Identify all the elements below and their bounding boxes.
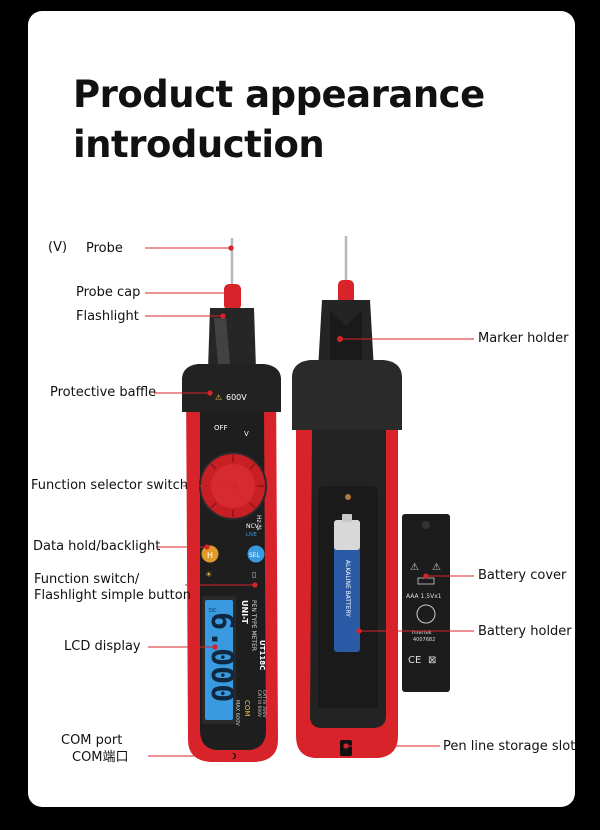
probe-label: Probe — [86, 241, 123, 256]
callout-dots — [204, 245, 429, 759]
lcd-mode: DC — [209, 608, 217, 614]
svg-text:⊠: ⊠ — [428, 655, 436, 666]
pen-line-slot-label: Pen line storage slot — [443, 739, 576, 754]
dial-off-label: OFF — [214, 424, 228, 432]
lcd-display-label: LCD display — [64, 639, 141, 654]
protective-baffle-label: Protective baffle — [50, 385, 157, 400]
data-hold-label: Data hold/backlight — [33, 539, 161, 554]
brand-text: UNI-T — [240, 600, 249, 624]
max-text: MAX 600V — [234, 700, 240, 726]
front-meter: ⚠ 600V OFF V Hz % NCV LIVE H ☀ SEL ▯ 6.0… — [182, 238, 281, 762]
com-port-cn-label: COM端口 — [72, 750, 129, 765]
protective-baffle — [182, 364, 281, 412]
com-port-label: COM port — [61, 733, 123, 748]
back-meter: ALKALINE BATTERY ⚠ ⚠ AAA 1.5Vx1 Intertek… — [292, 236, 450, 758]
backlight-icon: ☀ — [205, 570, 212, 579]
flashlight-icon: ▯ — [252, 570, 256, 579]
select-button[interactable] — [247, 545, 265, 563]
com-text: COM — [243, 700, 251, 716]
model-text: UT118C — [258, 640, 266, 670]
battery-text: ALKALINE BATTERY — [344, 560, 351, 617]
dial-hz-label: Hz % — [255, 515, 262, 531]
battery — [334, 520, 360, 652]
svg-text:⚠: ⚠ — [432, 562, 441, 573]
probe-cap — [224, 284, 241, 310]
rating-text: 600V — [226, 393, 247, 402]
battery-holder-label: Battery holder — [478, 624, 572, 639]
dial-live-label: LIVE — [246, 532, 257, 538]
marker-holder-label: Marker holder — [478, 331, 569, 346]
svg-text:CE: CE — [408, 655, 421, 666]
voltage-label: (V) — [48, 240, 68, 255]
hold-button-label: H — [207, 551, 213, 560]
cert-text: Intertek — [412, 630, 432, 636]
flashlight-head — [208, 308, 256, 370]
svg-text:⚠: ⚠ — [410, 562, 419, 573]
cat2-text: CAT IV 300V — [261, 690, 267, 718]
svg-text:⚠: ⚠ — [215, 393, 222, 402]
lcd-screen — [205, 600, 233, 720]
hold-button[interactable] — [201, 545, 219, 563]
page-title: Product appearance introduction — [73, 70, 485, 170]
select-button-label: SEL — [249, 552, 261, 559]
subtitle-text: PEN TYPE METER — [250, 600, 257, 651]
function-selector-label: Function selector switch — [31, 478, 188, 493]
title-line-1: Product appearance — [73, 73, 485, 116]
battery-spec: AAA 1.5Vx1 — [406, 593, 442, 600]
cat1-text: CAT III 600V — [256, 690, 262, 718]
function-switch-label-2: Flashlight simple button — [34, 588, 191, 603]
flashlight-label: Flashlight — [76, 309, 139, 324]
battery-cover[interactable] — [402, 514, 450, 692]
battery-cover-label: Battery cover — [478, 568, 567, 583]
cert-number: 4007682 — [413, 637, 435, 643]
lcd-value: 6.000 — [204, 612, 239, 702]
callout-lines — [145, 247, 474, 757]
dial-ncv-label: NCV — [246, 523, 260, 530]
dial-v-label: V — [244, 430, 249, 438]
title-line-2: introduction — [73, 123, 325, 166]
probe-cap-label: Probe cap — [76, 285, 141, 300]
function-switch-label-1: Function switch/ — [34, 572, 140, 587]
